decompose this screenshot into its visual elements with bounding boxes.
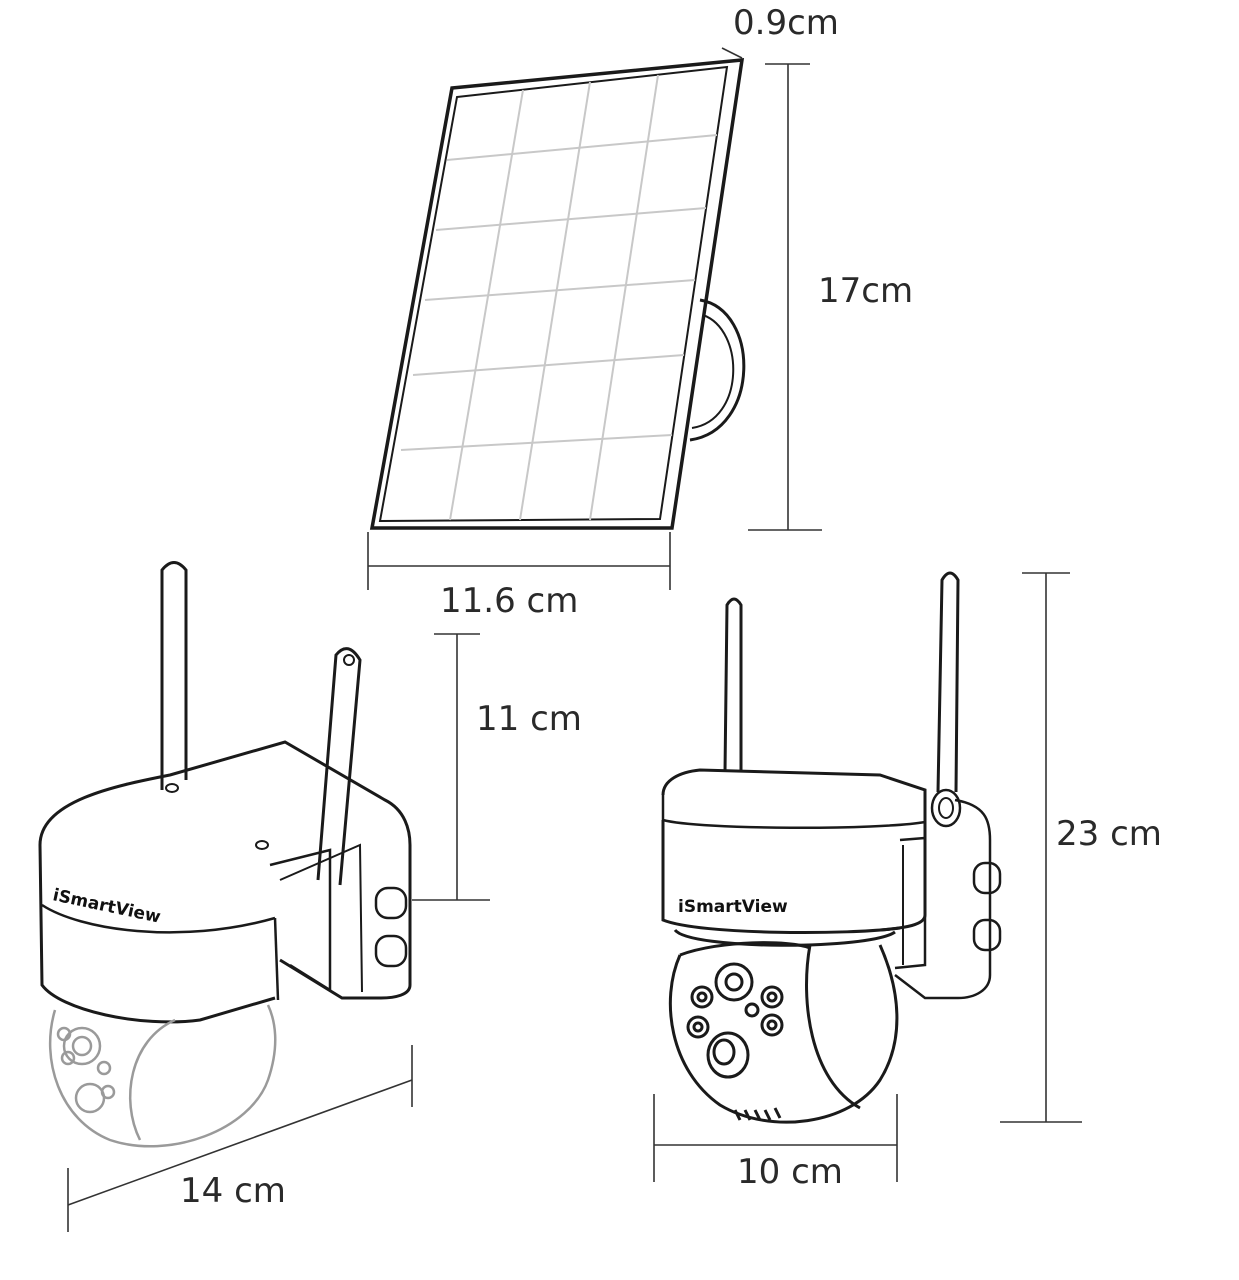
panel-inner-frame bbox=[378, 65, 729, 523]
panel-height-label: 17cm bbox=[818, 271, 913, 311]
front-housing-band bbox=[661, 820, 901, 934]
side-bracket bbox=[269, 848, 332, 993]
solar-panel bbox=[369, 58, 746, 530]
camera-front-view: iSmartView bbox=[661, 571, 1002, 1124]
panel-cells bbox=[400, 74, 718, 521]
panel-width-label: 11.6 cm bbox=[440, 581, 578, 621]
side-antenna-rear bbox=[160, 561, 188, 790]
side-depth-label: 14 cm bbox=[180, 1171, 286, 1211]
front-bracket bbox=[894, 836, 927, 970]
front-joint bbox=[930, 788, 962, 828]
side-height-label: 11 cm bbox=[476, 699, 582, 739]
panel-bracket bbox=[689, 298, 746, 442]
front-width-dimension bbox=[653, 1094, 898, 1182]
side-knob-bottom bbox=[374, 934, 408, 968]
side-antenna-front bbox=[316, 647, 362, 886]
panel-thickness-label: 0.9cm bbox=[733, 3, 839, 43]
side-brand-label: iSmartView bbox=[51, 885, 163, 927]
panel-bracket-inner bbox=[691, 314, 735, 429]
front-housing-seam bbox=[661, 795, 926, 830]
front-knob-top bbox=[972, 861, 1002, 895]
panel-height-dimension bbox=[748, 63, 822, 531]
front-dome bbox=[668, 941, 899, 1124]
panel-thickness-line bbox=[721, 47, 743, 59]
camera-side-view: iSmartView bbox=[38, 561, 412, 1148]
front-bracket-arm bbox=[894, 798, 992, 1000]
side-depth-dimension bbox=[67, 1045, 413, 1232]
side-height-dimension bbox=[412, 633, 490, 901]
front-antenna-left bbox=[723, 597, 743, 773]
side-housing-seam bbox=[41, 903, 276, 934]
front-height-dimension bbox=[1000, 572, 1082, 1123]
side-dome bbox=[48, 1004, 277, 1148]
front-height-label: 23 cm bbox=[1056, 814, 1162, 854]
front-speaker-grille bbox=[733, 1107, 782, 1121]
panel-width-dimension bbox=[367, 532, 671, 590]
front-knob-bottom bbox=[972, 918, 1002, 952]
front-brand-label: iSmartView bbox=[678, 897, 788, 917]
front-antenna-right bbox=[936, 571, 960, 793]
front-width-label: 10 cm bbox=[737, 1152, 843, 1192]
panel-frame bbox=[369, 58, 745, 530]
front-lens-array bbox=[686, 962, 784, 1079]
side-knob-top bbox=[374, 886, 408, 920]
side-housing-band bbox=[38, 844, 276, 1024]
side-housing-top bbox=[38, 740, 412, 1000]
